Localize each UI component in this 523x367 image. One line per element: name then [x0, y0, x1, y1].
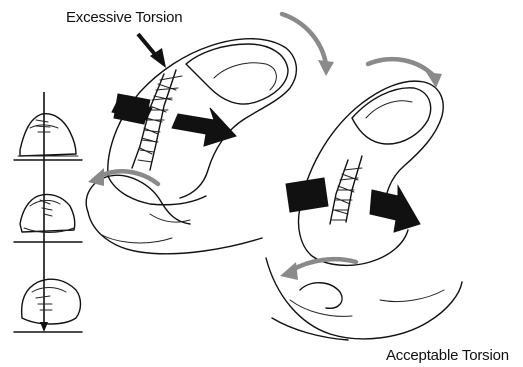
excessive-torsion-label: Excessive Torsion: [66, 9, 182, 26]
shoe-side-view-top: [14, 114, 82, 160]
shoe-side-views: [14, 92, 82, 332]
excessive-torsion-shoe: [86, 34, 296, 254]
acceptable-torsion-label: Acceptable Torsion: [386, 347, 509, 364]
force-arrow-right-acceptable: [370, 186, 420, 232]
force-arrow-left-body: [114, 94, 150, 124]
acceptable-torsion-shoe: [266, 81, 462, 340]
force-arrow-right: [172, 108, 236, 146]
force-arrow-left-acceptable: [286, 178, 328, 212]
shoe-side-view-middle: [14, 194, 82, 242]
shoe-side-view-bottom: [14, 279, 82, 332]
